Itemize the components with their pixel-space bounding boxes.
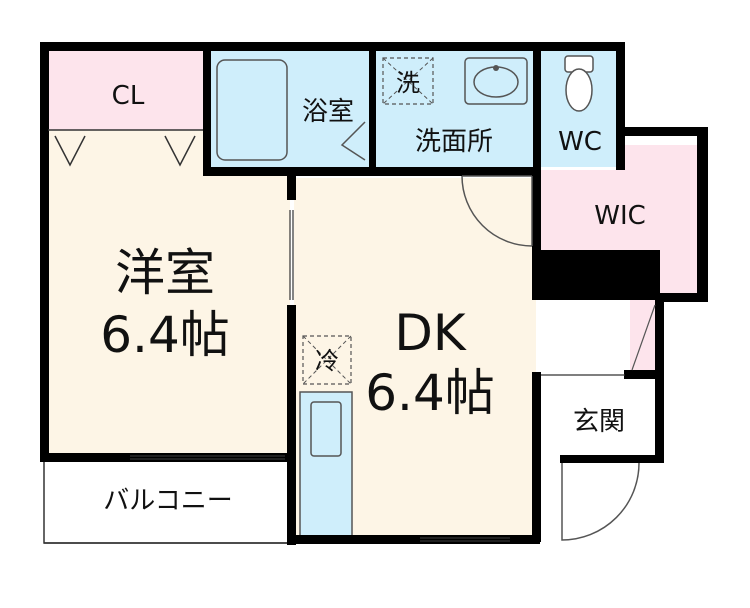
laundry-space — [382, 57, 434, 105]
entrance-label: 玄関 — [573, 407, 625, 437]
sink — [310, 401, 342, 457]
windows — [130, 210, 510, 542]
toilet-label: WC — [558, 127, 602, 157]
walls — [40, 42, 708, 545]
closet-floor — [48, 50, 203, 130]
closet-door-right — [164, 135, 196, 167]
wic-floor — [541, 145, 697, 293]
entrance-door-arc — [561, 462, 640, 541]
dk-size: 6.4帖 — [365, 364, 495, 422]
fridge-space — [302, 335, 352, 385]
toilet-bowl — [565, 68, 593, 112]
entrance-floor — [541, 375, 659, 455]
closet-door-left — [54, 135, 86, 167]
balcony-label: バルコニー — [103, 486, 232, 516]
laundry-label: 洗 — [396, 69, 420, 97]
washroom-door-arc — [461, 175, 533, 247]
wic-label: WIC — [594, 201, 646, 231]
western-room-size: 6.4帖 — [100, 306, 230, 364]
western-room-name: 洋室 — [115, 244, 215, 302]
bath-door — [340, 121, 366, 161]
western-room-floor — [48, 130, 290, 455]
shoe-cabinet — [630, 300, 655, 372]
bathtub — [216, 59, 288, 161]
dk-name: DK — [394, 304, 467, 362]
closet-label: CL — [112, 81, 145, 111]
fridge-label: 冷 — [315, 347, 339, 375]
washroom-label: 洗面所 — [415, 127, 493, 157]
bath-label: 浴室 — [302, 97, 354, 127]
